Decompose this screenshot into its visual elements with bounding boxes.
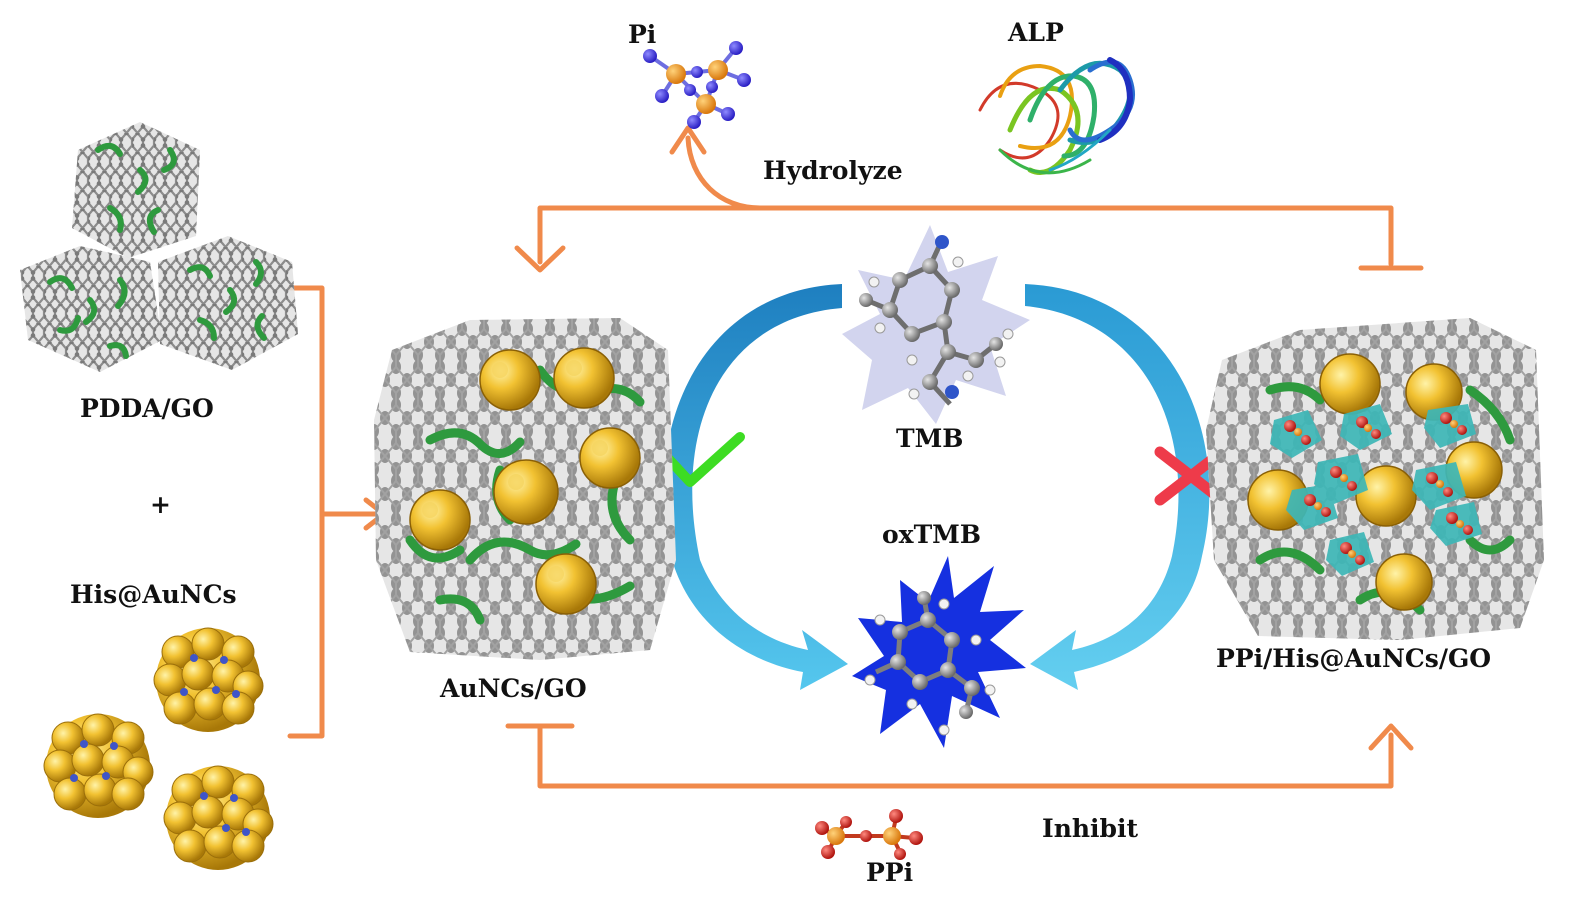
pi-molecule xyxy=(643,41,751,129)
label-pi: Pi xyxy=(628,20,657,49)
left-blue-arc xyxy=(663,284,848,690)
right-blue-arc xyxy=(1025,284,1210,690)
auncs-go-illustration xyxy=(374,318,676,660)
label-his-auncs: His@AuNCs xyxy=(70,580,237,609)
pdda-go-illustration xyxy=(20,122,298,372)
label-hydrolyze: Hydrolyze xyxy=(763,156,903,185)
check-icon xyxy=(660,432,745,487)
hydrolyze-arrow-down xyxy=(514,245,566,273)
left-bracket xyxy=(287,285,325,739)
label-alp: ALP xyxy=(1008,18,1064,47)
pi-branch-arrow xyxy=(685,135,763,211)
inhibit-line xyxy=(537,725,1394,789)
label-auncs-go: AuNCs/GO xyxy=(440,674,587,703)
orange-connectors xyxy=(287,125,1424,789)
hydrolyze-line xyxy=(537,205,1394,267)
tmb-molecule xyxy=(842,225,1030,424)
label-ppi-his-auncs-go: PPi/His@AuNCs/GO xyxy=(1216,644,1492,673)
ppi-his-auncs-go-illustration xyxy=(1206,318,1544,640)
gold-cluster xyxy=(43,713,154,818)
pi-branch-arrowhead xyxy=(669,125,707,155)
oxtmb-molecule xyxy=(852,556,1026,748)
inhibit-arrowhead xyxy=(1368,723,1414,751)
label-oxtmb: oxTMB xyxy=(882,520,981,549)
alp-protein xyxy=(978,57,1135,175)
label-pdda-go: PDDA/GO xyxy=(80,394,214,423)
ppi-molecule xyxy=(815,809,923,860)
blue-arrows xyxy=(663,284,1210,690)
gold-cluster xyxy=(163,765,274,870)
label-inhibit: Inhibit xyxy=(1042,814,1139,843)
label-tmb: TMB xyxy=(896,424,964,453)
gold-cluster xyxy=(153,627,264,732)
label-plus: + xyxy=(150,490,171,519)
label-ppi: PPi xyxy=(866,858,914,887)
his-auncs-illustration xyxy=(43,627,274,870)
